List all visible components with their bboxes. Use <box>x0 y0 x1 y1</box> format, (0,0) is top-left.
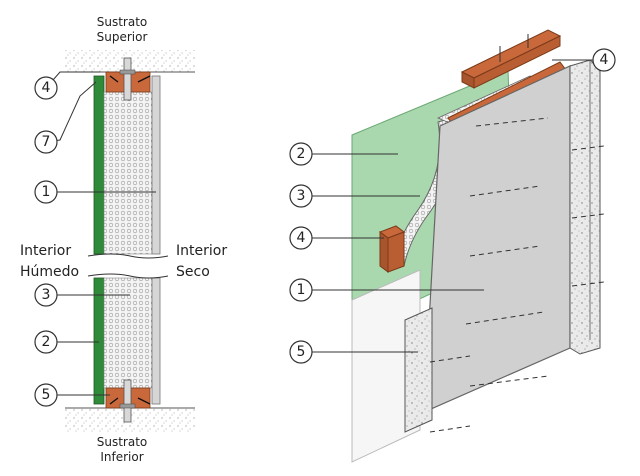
svg-text:3: 3 <box>297 188 306 204</box>
svg-text:5: 5 <box>42 387 51 403</box>
iso-callout-4-top: 4 <box>552 48 616 72</box>
iso-front-sheet <box>351 269 421 463</box>
section-callout-1: 1 <box>34 180 156 204</box>
section-callout-5: 5 <box>34 383 110 407</box>
svg-text:2: 2 <box>42 334 51 350</box>
section-callout-2: 2 <box>34 330 99 354</box>
svg-text:2: 2 <box>297 146 306 162</box>
left-side-label-2: Húmedo <box>20 264 79 280</box>
top-substrate-label-1: Sustrato <box>97 15 148 29</box>
section-callout-3: 3 <box>34 283 130 307</box>
svg-text:1: 1 <box>297 282 306 298</box>
left-side-label-1: Interior <box>20 243 71 259</box>
wall-section-upper <box>93 75 161 255</box>
section-view: Sustrato Superior Sustrato Inferior Inte… <box>20 15 227 464</box>
iso-screws <box>429 117 605 433</box>
iso-callout-4-left: 4 <box>289 226 384 250</box>
svg-text:4: 4 <box>297 230 306 246</box>
right-side-label-1: Interior <box>176 243 227 259</box>
iso-vertical-timber <box>378 225 406 273</box>
svg-text:1: 1 <box>42 184 51 200</box>
section-callout-7: 7 <box>34 81 97 154</box>
iso-callout-3: 3 <box>289 184 420 208</box>
iso-top-timber <box>460 29 562 89</box>
svg-text:3: 3 <box>42 287 51 303</box>
svg-text:4: 4 <box>600 52 609 68</box>
svg-text:5: 5 <box>297 344 306 360</box>
top-substrate-label-2: Superior <box>97 30 148 44</box>
section-callout-4: 4 <box>34 71 100 100</box>
right-side-label-2: Seco <box>176 264 210 280</box>
svg-text:4: 4 <box>42 80 51 96</box>
top-timber-plate <box>105 57 151 101</box>
iso-right-stud <box>569 59 601 355</box>
bottom-substrate-label-2: Inferior <box>100 450 143 464</box>
iso-callout-1: 1 <box>289 278 484 302</box>
iso-callout-5: 5 <box>289 340 418 364</box>
isometric-view: 4 2 3 4 1 5 <box>289 29 616 463</box>
section-break-line <box>87 253 169 259</box>
svg-text:7: 7 <box>42 134 51 150</box>
bottom-timber-plate <box>105 379 151 423</box>
bottom-substrate-label-1: Sustrato <box>97 435 148 449</box>
iso-bottom-board <box>404 307 433 433</box>
iso-callout-2: 2 <box>289 142 398 166</box>
